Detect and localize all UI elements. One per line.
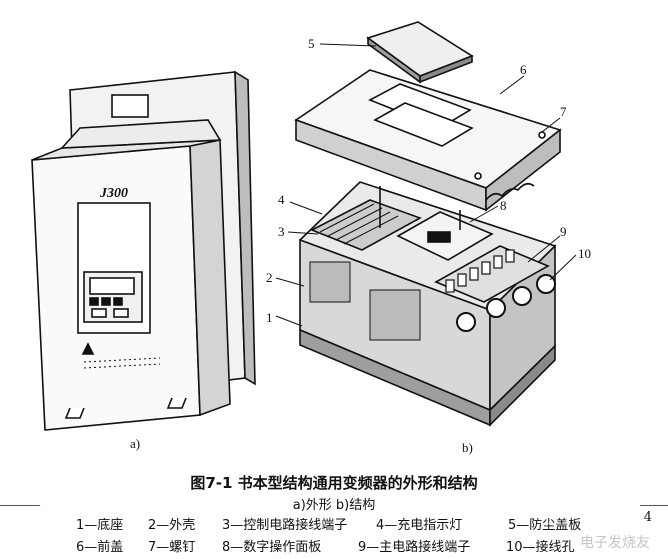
panel-a-label: a)	[130, 436, 140, 451]
legend-item-9: 9—主电路接线端子	[358, 540, 471, 555]
callout-7: 7	[560, 104, 567, 119]
callout-4: 4	[278, 192, 285, 207]
watermark: 电子发烧友	[580, 535, 650, 551]
callout-9: 9	[560, 224, 567, 239]
legend-item-5: 5—防尘盖板	[508, 518, 582, 533]
device-label: J300	[99, 186, 128, 201]
callout-1: 1	[266, 310, 273, 325]
right-rule	[640, 505, 668, 506]
callout-8: 8	[500, 198, 507, 213]
callout-5: 5	[308, 36, 315, 51]
legend-item-3: 3—控制电路接线端子	[222, 518, 348, 533]
callout-10: 10	[578, 246, 591, 261]
legend-item-10: 10—接线孔	[506, 540, 575, 555]
figure-caption-title: 图7-1 书本型结构通用变频器的外形和结构	[190, 474, 478, 492]
page-number: 4	[643, 510, 652, 525]
legend-item-2: 2—外壳	[148, 518, 196, 533]
figure-caption-subtitle: a)外形 b)结构	[292, 498, 376, 513]
legend-item-6: 6—前盖	[76, 540, 124, 555]
panel-b-label: b)	[462, 440, 473, 455]
callout-3: 3	[278, 224, 285, 239]
legend-item-4: 4—充电指示灯	[376, 518, 463, 533]
callout-6: 6	[520, 62, 527, 77]
callout-2: 2	[266, 270, 273, 285]
legend-item-7: 7—螺钉	[148, 540, 196, 555]
legend-item-1: 1—底座	[76, 518, 124, 533]
figure-illustration: J300 a) b) 5 6 7 4 8 3 9 10 2 1	[31, 21, 591, 455]
left-rule	[0, 505, 40, 506]
legend-item-8: 8—数字操作面板	[222, 540, 322, 555]
